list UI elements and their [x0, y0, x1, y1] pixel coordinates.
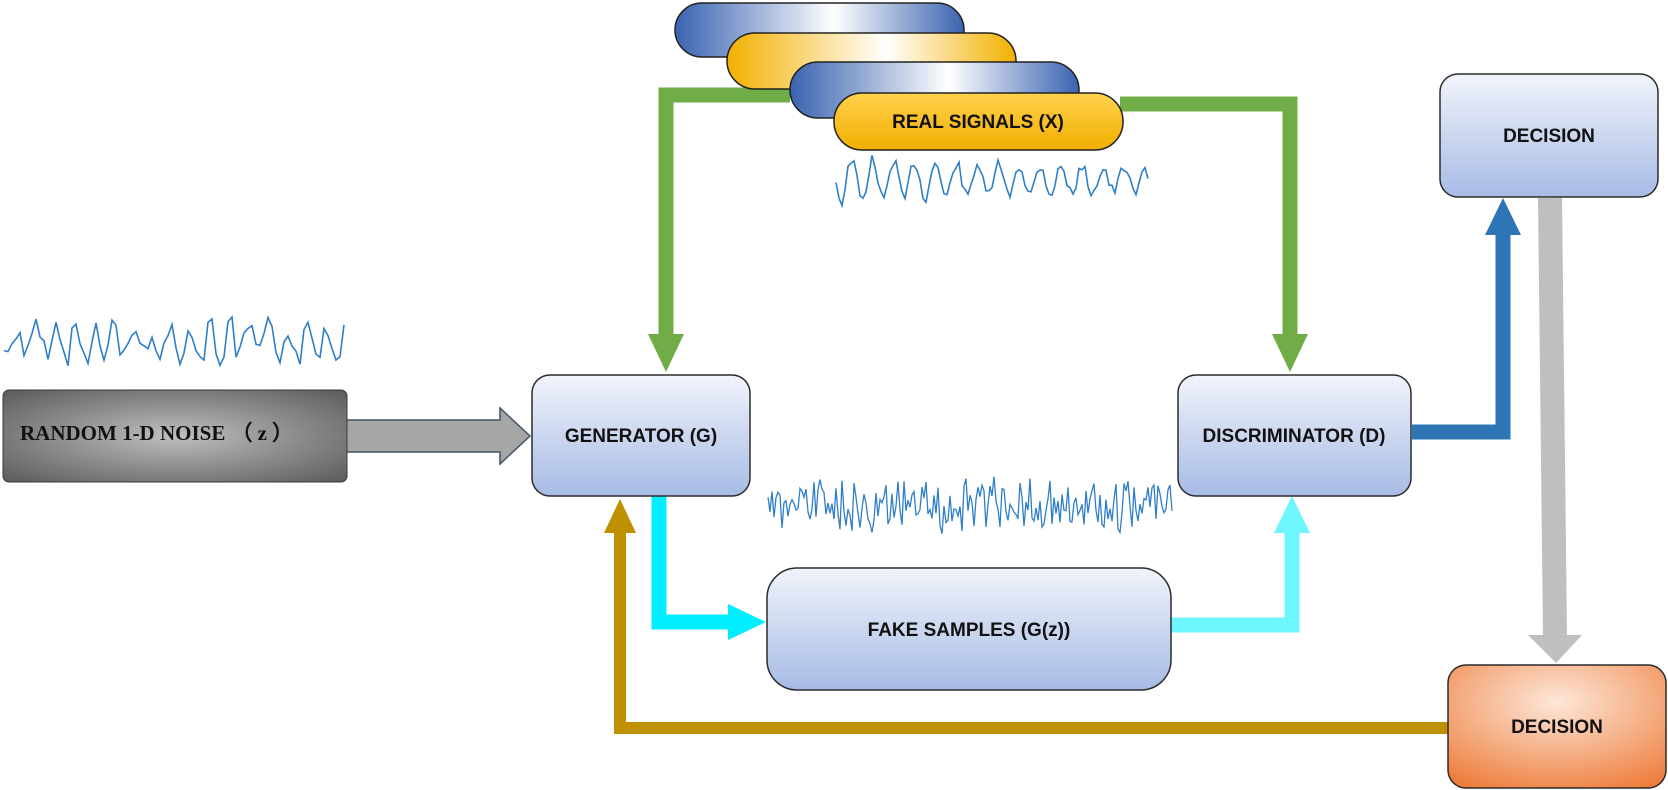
generator-label: GENERATOR (G)	[565, 426, 717, 447]
decision-bottom-node[interactable]: DECISION	[1447, 664, 1667, 789]
arrow-feedback-to-generator-head	[604, 499, 636, 533]
arrow-decision-to-decision-head	[1528, 635, 1582, 663]
discriminator-label: DISCRIMINATOR (D)	[1203, 426, 1386, 447]
decision-top-node[interactable]: DECISION	[1439, 73, 1659, 198]
arrow-generator-to-fake-head	[728, 604, 766, 640]
arrow-feedback-to-generator	[614, 530, 1450, 734]
noise-node[interactable]: RANDOM 1-D NOISE（ z ）	[2, 389, 348, 483]
fake-samples-node[interactable]: FAKE SAMPLES (G(z))	[766, 567, 1172, 691]
real-signals-stack: REAL SIGNALS (X)	[674, 2, 1124, 151]
arrow-real-to-discriminator	[1120, 96, 1298, 337]
arrow-noise-to-generator	[345, 406, 532, 466]
arrow-fake-to-discriminator	[1170, 530, 1300, 633]
arrow-real-to-generator-head	[648, 334, 684, 372]
arrow-generator-to-fake	[651, 495, 730, 630]
real-signals-label: REAL SIGNALS (X)	[892, 112, 1064, 133]
discriminator-node[interactable]: DISCRIMINATOR (D)	[1177, 374, 1412, 497]
arrow-discriminator-to-decision	[1412, 232, 1511, 440]
fake-samples-label: FAKE SAMPLES (G(z))	[868, 620, 1071, 641]
arrow-decision-to-decision	[1538, 197, 1567, 636]
generator-node[interactable]: GENERATOR (G)	[531, 374, 751, 497]
fake-samples-box	[766, 567, 1172, 691]
fake-signal-waveform-icon	[767, 476, 1173, 535]
decision-top-label: DECISION	[1503, 126, 1595, 147]
arrow-discriminator-to-decision-head	[1485, 198, 1521, 235]
noise-label: RANDOM 1-D NOISE（ z ）	[20, 421, 293, 445]
real-signal-waveform-icon	[835, 155, 1149, 209]
arrow-real-to-generator	[658, 87, 790, 337]
discriminator-box	[1177, 374, 1412, 497]
generator-box	[531, 374, 751, 497]
decision-top-box	[1439, 73, 1659, 198]
noise-waveform-icon	[3, 315, 345, 368]
real-signals-box[interactable]	[833, 92, 1124, 151]
decision-bottom-label: DECISION	[1511, 717, 1603, 738]
arrow-real-to-discriminator-head	[1272, 334, 1308, 372]
decision-bottom-box	[1447, 664, 1667, 789]
arrow-fake-to-discriminator-head	[1274, 496, 1310, 533]
noise-box	[2, 389, 348, 483]
